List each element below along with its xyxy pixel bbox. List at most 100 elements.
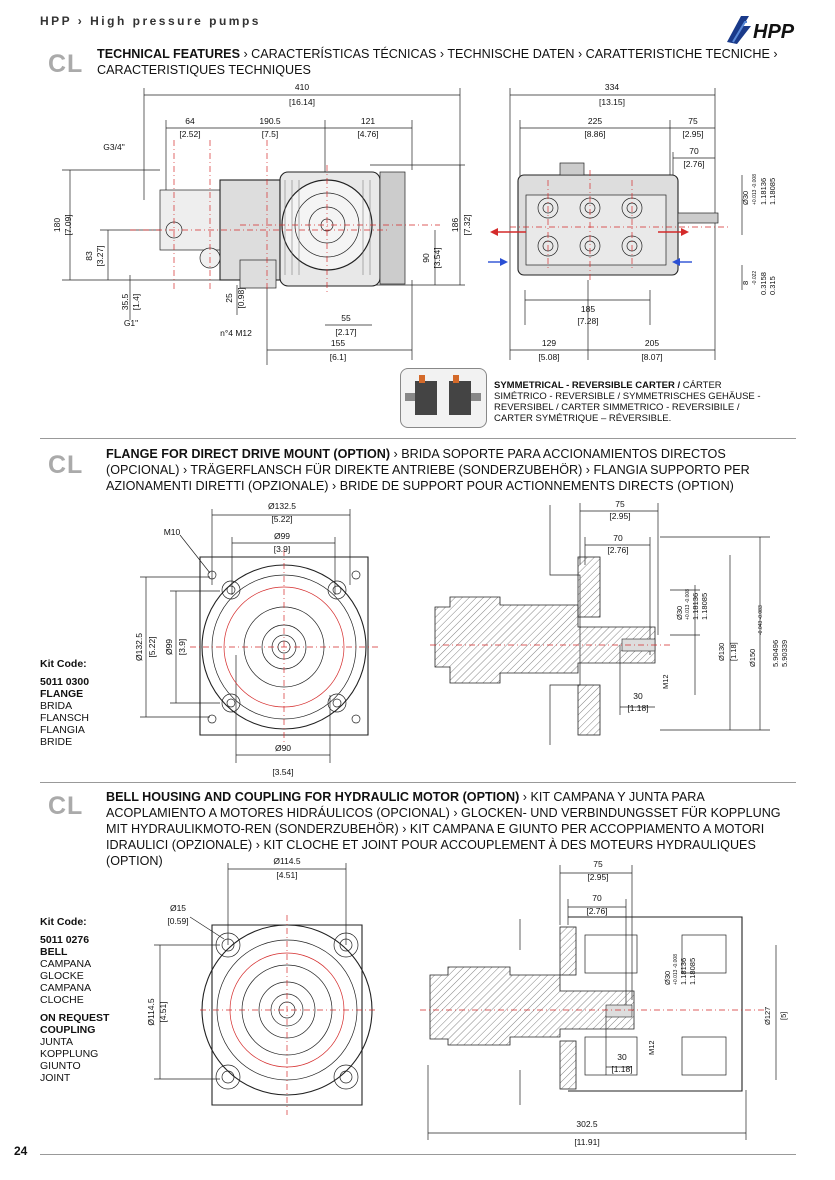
svg-text:[2.95]: [2.95]	[609, 511, 630, 521]
svg-text:30: 30	[617, 1052, 627, 1062]
section-divider	[40, 782, 796, 783]
bell-front-view-drawing: Ø114.5 [4.51] Ø15 [0.59] Ø114.5 [4.51]	[146, 856, 375, 1115]
svg-text:[4.51]: [4.51]	[276, 870, 297, 880]
svg-text:[2.76]: [2.76]	[607, 545, 628, 555]
svg-text:[2.52]: [2.52]	[179, 129, 200, 139]
svg-text:Ø130: Ø130	[717, 643, 726, 661]
page-number: 24	[14, 1144, 28, 1158]
svg-text:-0.022: -0.022	[752, 271, 758, 285]
svg-text:Ø127: Ø127	[763, 1007, 772, 1025]
svg-text:Ø15: Ø15	[170, 903, 186, 913]
svg-text:121: 121	[361, 116, 375, 126]
svg-text:[1.18]: [1.18]	[611, 1064, 632, 1074]
svg-text:[0.59]: [0.59]	[167, 916, 188, 926]
svg-text:225: 225	[588, 116, 602, 126]
svg-text:[16.14]: [16.14]	[289, 97, 315, 107]
svg-text:+0.013 -0.008: +0.013 -0.008	[685, 589, 691, 620]
pump-front-view-drawing: 334 [13.15] 225 [8.86] 75 [2.95] 70 [2.7…	[488, 82, 777, 362]
flange-kit-info: Kit Code: 5011 0300 FLANGE BRIDA FLANSCH…	[40, 658, 90, 748]
svg-text:35.5: 35.5	[120, 293, 130, 310]
svg-text:[7.32]: [7.32]	[462, 214, 472, 235]
svg-text:64: 64	[185, 116, 195, 126]
reversible-carter-image	[400, 368, 487, 428]
svg-text:[2.17]: [2.17]	[335, 327, 356, 337]
svg-text:129: 129	[542, 338, 556, 348]
svg-text:[2.95]: [2.95]	[587, 872, 608, 882]
svg-text:75: 75	[615, 499, 625, 509]
section3-title: BELL HOUSING AND COUPLING FOR HYDRAULIC …	[106, 790, 781, 868]
svg-text:[8.07]: [8.07]	[641, 352, 662, 362]
svg-text:[1.4]: [1.4]	[131, 294, 141, 311]
svg-text:[7.28]: [7.28]	[577, 316, 598, 326]
svg-text:[4.51]: [4.51]	[158, 1001, 168, 1022]
svg-text:5.90339: 5.90339	[780, 640, 789, 667]
svg-text:8: 8	[741, 281, 750, 285]
hpp-logo: HPP	[727, 16, 795, 44]
svg-text:1.18136: 1.18136	[759, 178, 768, 205]
svg-text:1.18136: 1.18136	[679, 958, 688, 985]
svg-text:0.3158: 0.3158	[759, 272, 768, 295]
svg-text:Ø132.5: Ø132.5	[268, 501, 296, 511]
svg-text:190.5: 190.5	[259, 116, 281, 126]
svg-text:+0.013 -0.008: +0.013 -0.008	[752, 174, 758, 205]
svg-text:1.18085: 1.18085	[688, 958, 697, 985]
svg-text:[3.9]: [3.9]	[177, 639, 187, 656]
svg-text:[3.54]: [3.54]	[432, 247, 442, 268]
svg-text:[1.18]: [1.18]	[627, 703, 648, 713]
svg-text:1.18085: 1.18085	[700, 593, 709, 620]
svg-text:[13.15]: [13.15]	[599, 97, 625, 107]
svg-text:410: 410	[295, 82, 309, 92]
svg-text:55: 55	[341, 313, 351, 323]
svg-text:70: 70	[613, 533, 623, 543]
svg-text:Ø30: Ø30	[663, 971, 672, 985]
section2-title: FLANGE FOR DIRECT DRIVE MOUNT (OPTION) ›…	[106, 447, 750, 493]
section2-tag: CL	[48, 451, 84, 479]
svg-text:334: 334	[605, 82, 619, 92]
svg-text:G3/4": G3/4"	[103, 142, 124, 152]
svg-text:[7.09]: [7.09]	[63, 214, 73, 235]
svg-text:0.315: 0.315	[768, 276, 777, 295]
svg-text:[1.18]: [1.18]	[729, 642, 738, 661]
flange-section-view-drawing: 75 [2.95] 70 [2.76] 30 [1.18] Ø30 +0.013…	[430, 499, 789, 745]
section1-title: TECHNICAL FEATURES › CARACTERÍSTICAS TÉC…	[97, 47, 778, 77]
svg-text:Ø90: Ø90	[275, 743, 291, 753]
section1-tag: CL	[48, 50, 84, 78]
svg-text:Ø114.5: Ø114.5	[273, 856, 301, 866]
svg-text:70: 70	[689, 146, 699, 156]
svg-text:185: 185	[581, 304, 595, 314]
svg-text:Ø30: Ø30	[741, 191, 750, 205]
svg-text:n°4 M12: n°4 M12	[220, 328, 252, 338]
svg-text:Ø132.5: Ø132.5	[134, 633, 144, 661]
svg-text:-0.043 -0.083: -0.043 -0.083	[758, 605, 764, 635]
svg-text:5.90496: 5.90496	[771, 640, 780, 667]
svg-text:1.18085: 1.18085	[768, 178, 777, 205]
svg-text:Ø150: Ø150	[748, 649, 757, 667]
svg-text:70: 70	[592, 893, 602, 903]
svg-text:+0.013 -0.008: +0.013 -0.008	[673, 954, 679, 985]
svg-text:83: 83	[84, 251, 94, 261]
svg-text:25: 25	[224, 293, 234, 303]
flange-front-view-drawing: Ø132.5 [5.22] M10 Ø99 [3.9] Ø90 [3.54] Ø…	[134, 501, 380, 777]
svg-text:M12: M12	[661, 674, 670, 689]
svg-text:[5]: [5]	[779, 1012, 788, 1020]
svg-text:[3.27]: [3.27]	[95, 245, 105, 266]
svg-text:[3.9]: [3.9]	[274, 544, 291, 554]
bell-kit-info: Kit Code: 5011 0276 BELL CAMPANA GLOCKE …	[40, 916, 110, 1084]
svg-text:186: 186	[450, 218, 460, 232]
svg-text:[4.76]: [4.76]	[357, 129, 378, 139]
bell-section-view-drawing: 75 [2.95] 70 [2.76] 30 [1.18] 302.5 [11.…	[420, 859, 788, 1147]
svg-text:[2.76]: [2.76]	[683, 159, 704, 169]
svg-text:M10: M10	[164, 527, 181, 537]
svg-text:G1": G1"	[124, 318, 138, 328]
svg-text:[5.08]: [5.08]	[538, 352, 559, 362]
svg-text:30: 30	[633, 691, 643, 701]
svg-text:180: 180	[52, 218, 62, 232]
section-divider	[40, 438, 796, 439]
svg-text:[8.86]: [8.86]	[584, 129, 605, 139]
svg-text:[2.95]: [2.95]	[682, 129, 703, 139]
svg-text:[11.91]: [11.91]	[574, 1137, 599, 1147]
svg-text:Ø99: Ø99	[164, 639, 174, 655]
svg-text:75: 75	[688, 116, 698, 126]
svg-text:[5.22]: [5.22]	[271, 514, 292, 524]
svg-text:155: 155	[331, 338, 345, 348]
